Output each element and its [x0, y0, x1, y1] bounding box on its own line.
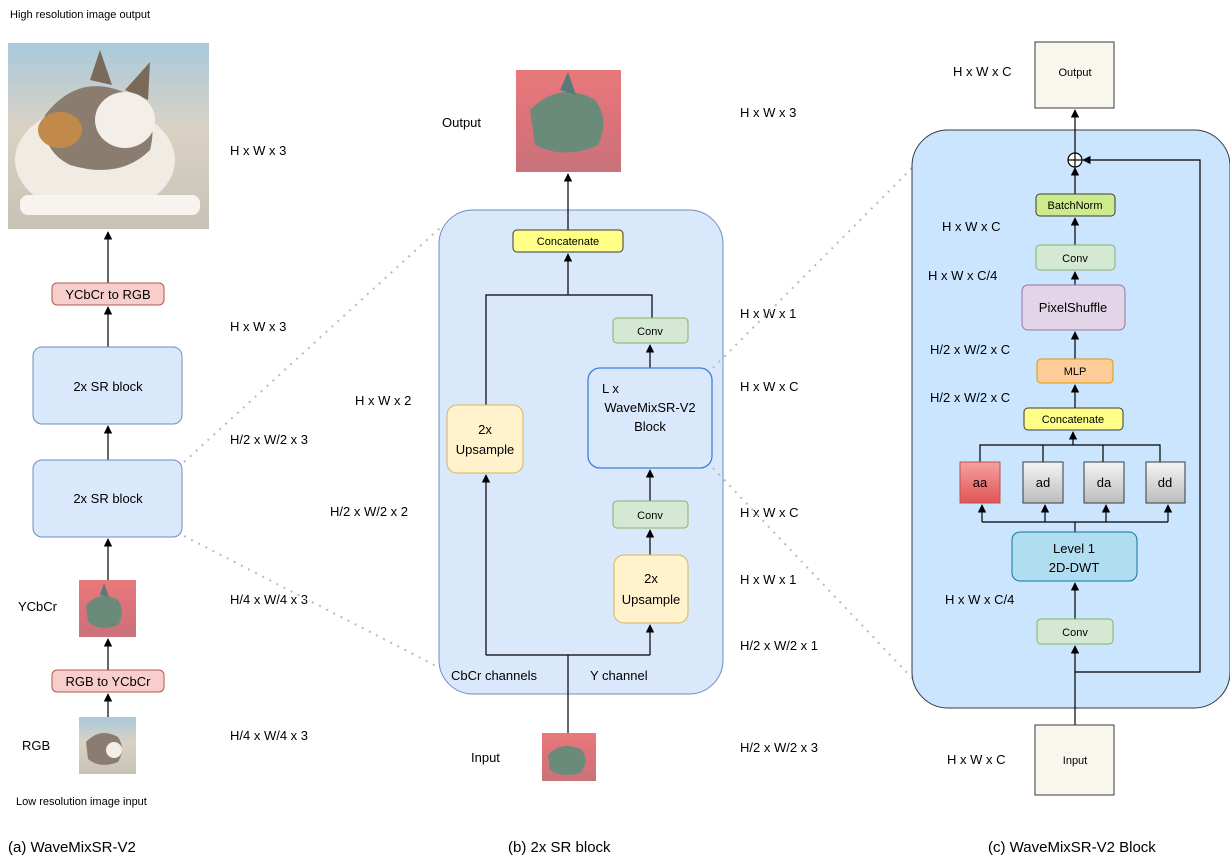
zoom-line-ab-bottom	[183, 535, 441, 669]
conv-bottom-box-b	[612, 500, 689, 529]
concatenate-label-c: Concatenate	[1042, 414, 1104, 426]
pixelshuffle-box	[1021, 284, 1126, 331]
dim-c-d4: H/2 x W/2 x C	[930, 390, 1010, 405]
rgb-to-ycbcr-box	[51, 669, 165, 693]
conv-top-label-b: Conv	[637, 326, 663, 338]
dim-c-out: H x W x C	[953, 64, 1012, 79]
subband-aa	[959, 461, 1001, 504]
output-label-c: Output	[1058, 67, 1091, 79]
batchnorm-label: BatchNorm	[1047, 200, 1102, 212]
dim-b-left-mid: H x W x 2	[355, 393, 411, 408]
dim-hr-output: H x W x 3	[230, 143, 286, 158]
dim-c-d2: H x W x C/4	[928, 268, 997, 283]
dim-rgb: H/4 x W/4 x 3	[230, 728, 308, 743]
upsample-left-box	[446, 404, 524, 474]
upsample-right-box	[613, 554, 689, 624]
sr-block-2-label: 2x SR block	[73, 491, 143, 506]
mlp-box	[1036, 358, 1114, 384]
wavemix-block-box	[587, 367, 713, 469]
caption-b: (b) 2x SR block	[508, 839, 611, 856]
dim-b-r5: H/2 x W/2 x 1	[740, 638, 818, 653]
cbcr-label: CbCr channels	[451, 668, 537, 683]
output-box-c	[1034, 41, 1115, 109]
conv-bottom-label-b: Conv	[637, 510, 663, 522]
sr-block-2	[32, 459, 183, 538]
dwt-line2: 2D-DWT	[1049, 560, 1100, 575]
dim-b-r1: H x W x 1	[740, 306, 796, 321]
dim-c-d1: H x W x C	[942, 219, 1001, 234]
input-box-c	[1034, 724, 1115, 796]
dim-b-input: H/2 x W/2 x 3	[740, 740, 818, 755]
input-label-c: Input	[1063, 755, 1087, 767]
dwt-box	[1011, 531, 1138, 582]
hr-output-label: High resolution image output	[10, 9, 150, 21]
conv-top-box-c	[1035, 244, 1116, 271]
rgb-image	[79, 717, 136, 774]
batchnorm-box	[1035, 193, 1116, 217]
dim-b-out: H x W x 3	[740, 105, 796, 120]
upsample-right-1: 2x	[644, 571, 658, 586]
ycbcr-to-rgb-label: YCbCr to RGB	[65, 287, 150, 302]
output-label-b: Output	[442, 115, 481, 130]
pixelshuffle-label: PixelShuffle	[1039, 300, 1107, 315]
concatenate-label-b: Concatenate	[537, 236, 599, 248]
ycbcr-label: YCbCr	[18, 599, 58, 614]
subband-dd-label: dd	[1158, 475, 1172, 490]
subband-ad	[1022, 461, 1064, 504]
zoom-line-bc-top	[712, 167, 913, 369]
wavemix-line1: L x	[602, 381, 619, 396]
dwt-line1: Level 1	[1053, 541, 1095, 556]
dim-b-left-low: H/2 x W/2 x 2	[330, 504, 408, 519]
rgb-label: RGB	[22, 738, 50, 753]
dim-b-r4: H x W x 1	[740, 572, 796, 587]
dim-mid: H/2 x W/2 x 3	[230, 432, 308, 447]
input-label-b: Input	[471, 750, 500, 765]
conv-top-label-c: Conv	[1062, 253, 1088, 265]
zoom-line-bc-bottom	[712, 467, 913, 679]
conv-bottom-box-c	[1036, 618, 1114, 645]
dim-c-d5: H x W x C/4	[945, 592, 1014, 607]
upsample-left-2: Upsample	[456, 442, 515, 457]
rgb-to-ycbcr-label: RGB to YCbCr	[65, 674, 151, 689]
dim-ycbcr: H/4 x W/4 x 3	[230, 592, 308, 607]
dim-c-input: H x W x C	[947, 752, 1006, 767]
upsample-right-2: Upsample	[622, 592, 681, 607]
conv-top-box-b	[612, 317, 689, 344]
caption-a: (a) WaveMixSR-V2	[8, 839, 136, 856]
dim-b-r3: H x W x C	[740, 505, 799, 520]
dim-after-sr: H x W x 3	[230, 319, 286, 334]
hr-cat-image	[8, 43, 209, 229]
sr-output-image	[516, 70, 621, 172]
mlp-label: MLP	[1064, 366, 1087, 378]
dim-b-r2: H x W x C	[740, 379, 799, 394]
concatenate-box-c	[1023, 407, 1124, 431]
dim-c-d3: H/2 x W/2 x C	[930, 342, 1010, 357]
concatenate-box-b	[512, 229, 624, 253]
sr-block-1	[32, 346, 183, 425]
conv-bottom-label-c: Conv	[1062, 627, 1088, 639]
wavemix-line2: WaveMixSR-V2	[604, 400, 695, 415]
subband-da	[1083, 461, 1125, 504]
subband-da-label: da	[1097, 475, 1112, 490]
subband-ad-label: ad	[1036, 475, 1050, 490]
subband-aa-label: aa	[973, 475, 988, 490]
caption-c: (c) WaveMixSR-V2 Block	[988, 839, 1156, 856]
wavemix-line3: Block	[634, 419, 666, 434]
upsample-left-1: 2x	[478, 422, 492, 437]
ycbcr-to-rgb-box	[51, 282, 165, 306]
subband-dd	[1145, 461, 1186, 504]
sr-input-image	[542, 733, 596, 781]
y-channel-label: Y channel	[590, 668, 648, 683]
lr-input-label: Low resolution image input	[16, 796, 147, 808]
ycbcr-image	[79, 580, 136, 637]
sr-block-1-label: 2x SR block	[73, 379, 143, 394]
zoom-line-ab-top	[183, 227, 441, 463]
